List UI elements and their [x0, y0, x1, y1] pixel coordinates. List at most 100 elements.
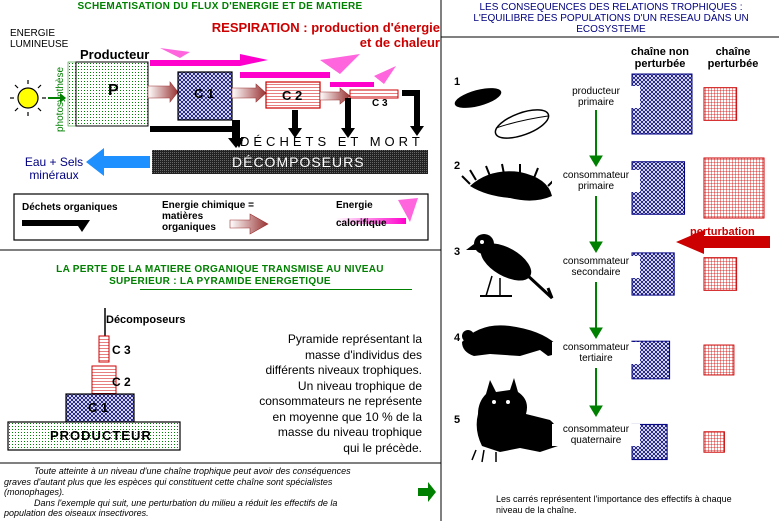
- level-label-line1: producteur: [572, 86, 620, 97]
- level-label-line2: quaternaire: [570, 435, 622, 446]
- col-unperturbed-line2: perturbée: [634, 58, 686, 70]
- box-c2-label: C 2: [282, 88, 303, 103]
- level-number: 5: [454, 414, 461, 426]
- water-label: Eau + Sels minéraux: [22, 156, 86, 182]
- c2-box: [265, 81, 321, 109]
- legend-box: [13, 193, 429, 241]
- level-number: 1: [454, 76, 461, 88]
- legend-heat: Energie calorifique: [336, 200, 387, 237]
- pyramid-text-line: en moyenne que 10 % de la: [272, 409, 422, 424]
- energy-label: ENERGIE LUMINEUSE: [10, 28, 68, 50]
- pyramid-text-line: Pyramide représentant la: [287, 332, 422, 346]
- perturbation-arrow: [676, 230, 770, 254]
- level-label-line2: secondaire: [571, 267, 621, 278]
- c3-box: [349, 89, 399, 99]
- right-title: LES CONSEQUENCES DES RELATIONS TROPHIQUE…: [443, 2, 779, 35]
- pyramid-text-line: qui le précède.: [343, 440, 422, 455]
- col-perturbed-line1: chaîne: [715, 46, 751, 58]
- right-footer-line2: niveau de la chaîne.: [496, 505, 577, 515]
- unperturbed-square: [631, 161, 686, 215]
- decomposers-band: [152, 150, 428, 174]
- perturbed-square: [703, 87, 738, 121]
- pyramid-c1: [65, 393, 135, 423]
- level-label-line2: tertiaire: [579, 353, 613, 364]
- level-label-line1: consommateur: [562, 170, 630, 181]
- level-label-line1: consommateur: [562, 424, 630, 435]
- pyramid-text-line: masse du niveau trophique: [277, 425, 422, 439]
- lynx-icon: [471, 378, 559, 463]
- box-p-label: P: [108, 82, 119, 99]
- pyramid-text-line: consommateurs ne représente: [259, 394, 422, 408]
- level-number: 2: [454, 160, 461, 172]
- perturbed-square: [703, 257, 738, 291]
- box-c1-label: C 1: [194, 86, 215, 101]
- perturbed-square: [703, 157, 765, 219]
- leaf-icon: [454, 88, 550, 139]
- respiration-label: RESPIRATION : production d'énergie et de…: [170, 20, 440, 50]
- right-title-line3: ECOSYSTEME: [576, 24, 646, 35]
- legend-chem-line3: organiques: [162, 222, 216, 233]
- decomposeurs-label: DÉCOMPOSEURS: [232, 154, 365, 170]
- right-title-line1: LES CONSEQUENCES DES RELATIONS TROPHIQUE…: [479, 2, 743, 13]
- footer-line: Dans l'exemple qui suit, une perturbatio…: [34, 497, 338, 508]
- pyramid-decomposers-label: Décomposeurs: [106, 314, 186, 326]
- footer-line: (monophages).: [4, 487, 65, 497]
- pyramid-text-line: masse d'individus des: [304, 347, 422, 362]
- respiration-line2: et de chaleur: [359, 35, 440, 50]
- legend-organic-waste: Déchets organiques: [22, 202, 118, 213]
- pyramid-producer: [7, 421, 181, 451]
- right-footer-line1: Les carrés représentent l'importance des…: [496, 494, 732, 504]
- col-unperturbed-header: chaîne non perturbée: [622, 46, 698, 70]
- bird-icon: [466, 234, 554, 300]
- footer-line: graves d'autant plus que les espèces qui…: [4, 476, 333, 487]
- respiration-line1: RESPIRATION : production d'énergie: [211, 20, 440, 35]
- pyramid-title: LA PERTE DE LA MATIERE ORGANIQUE TRANSMI…: [0, 264, 440, 288]
- level-label-line2: primaire: [577, 97, 615, 108]
- level-label-line2: primaire: [577, 181, 615, 192]
- col-perturbed-header: chaîne perturbée: [700, 46, 766, 70]
- flux-title: SCHEMATISATION DU FLUX D'ENERGIE ET DE M…: [77, 1, 363, 12]
- footer-line: Toute atteinte à un niveau d'une chaîne …: [34, 466, 351, 476]
- energy-label-line1: ENERGIE: [10, 28, 56, 39]
- perturbed-square: [703, 431, 725, 453]
- sun-icon: [10, 80, 46, 116]
- legend-chemical-energy: Energie chimique = matières organiques: [162, 200, 254, 233]
- pyramid-c2-label: C 2: [112, 375, 131, 389]
- water-line1: Eau + Sels: [24, 155, 84, 169]
- pyramid-producer-label: PRODUCTEUR: [50, 428, 152, 443]
- level-number: 4: [454, 332, 461, 344]
- legend-heat-line1: Energie: [336, 200, 373, 211]
- pyramid-text-line: différents niveaux trophiques.: [265, 363, 422, 377]
- caterpillar-icon: [461, 163, 557, 201]
- legend-chem-line2: matières: [162, 211, 204, 222]
- col-perturbed-line2: perturbée: [707, 58, 759, 70]
- pyramid-title-line1: LA PERTE DE LA MATIERE ORGANIQUE TRANSMI…: [56, 264, 384, 275]
- pyramid-c3-label: C 3: [112, 343, 131, 357]
- unperturbed-square: [631, 73, 693, 135]
- level-label-line1: consommateur: [562, 256, 630, 267]
- level-label-line1: consommateur: [562, 342, 630, 353]
- chain-footer-text: Toute atteinte à un niveau d'une chaîne …: [4, 466, 412, 519]
- box-c3-label: C 3: [372, 98, 388, 109]
- energy-label-line2: LUMINEUSE: [10, 39, 69, 50]
- pyramid-c3: [98, 335, 110, 363]
- dechets-label: DÉCHETS ET MORT: [240, 134, 424, 149]
- minerals-arrow: [86, 148, 150, 176]
- producer-label: Producteur: [80, 47, 150, 62]
- legend-heat-line2: calorifique: [336, 218, 387, 229]
- pyramid-c1-label: C 1: [88, 400, 109, 415]
- col-unperturbed-line1: chaîne non: [630, 46, 690, 58]
- heat-band: [150, 60, 240, 66]
- level-number: 3: [454, 246, 461, 258]
- water-line2: minéraux: [29, 168, 79, 182]
- pyramid-title-line2: SUPERIEUR : LA PYRAMIDE ENERGETIQUE: [109, 276, 331, 287]
- pyramid-text-line: Un niveau trophique de: [297, 378, 422, 393]
- pyramid-c2: [91, 365, 117, 395]
